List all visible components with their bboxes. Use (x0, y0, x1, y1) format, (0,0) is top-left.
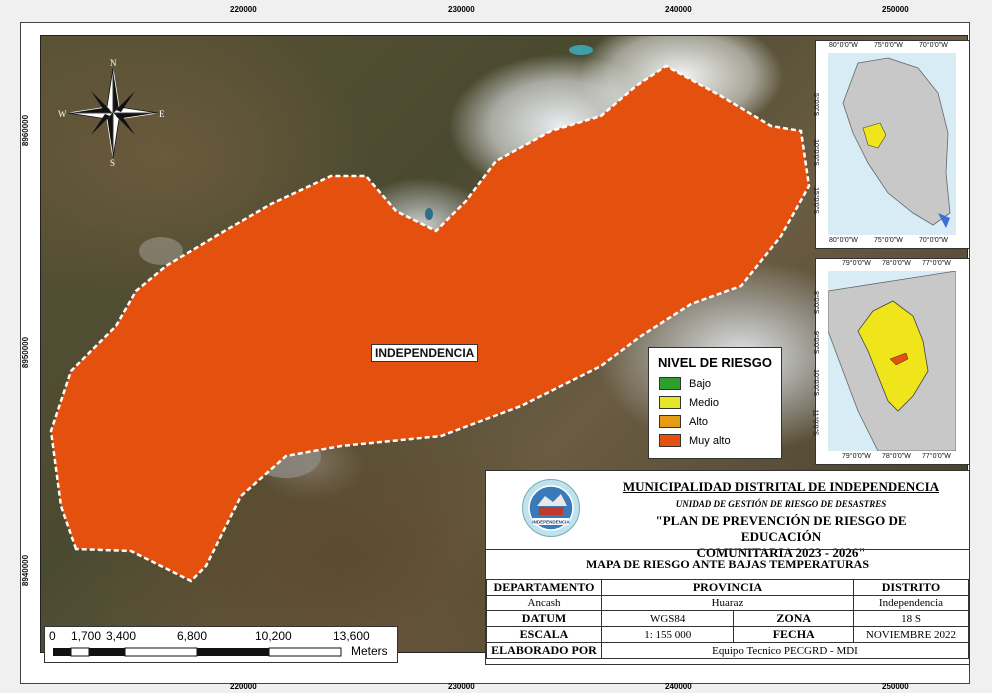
val-escala: 1: 155 000 (600, 626, 735, 643)
inset-peru-side-3: 15°0'0"S (811, 187, 819, 214)
polygon-label: INDEPENDENCIA (371, 344, 479, 362)
grid-x-top-1: 220000 (230, 5, 257, 14)
val-provincia: Huaraz (601, 595, 854, 611)
plan-title-line-1: "PLAN DE PREVENCIÓN DE RIESGO DE EDUCACI… (655, 513, 907, 544)
municipality-logo: INDEPENDENCIA (522, 479, 580, 537)
inset-ancash-bottom-3: 77°0'0"W (922, 453, 951, 460)
inset-ancash-top-1: 79°0'0"W (842, 260, 871, 267)
inset-ancash-side-4: 11°0'0"S (811, 409, 819, 436)
district-polygon[interactable] (41, 36, 968, 653)
lbl-elaborado: ELABORADO POR (486, 642, 602, 659)
town-area-2 (139, 237, 183, 265)
scale-label-3: 6,800 (177, 629, 208, 643)
svg-text:INDEPENDENCIA: INDEPENDENCIA (532, 520, 570, 525)
inset-peru-bottom-3: 70°0'0"W (919, 237, 948, 244)
val-zona: 18 S (853, 610, 969, 627)
lake-3 (425, 208, 433, 220)
legend-item-alto: Alto (649, 412, 781, 431)
ancash-outline (828, 271, 956, 451)
inset-ancash-map[interactable]: 79°0'0"W 78°0'0"W 77°0'0"W 79°0'0"W 78°0… (811, 258, 970, 465)
scale-bar-graphic (53, 647, 342, 657)
inset-peru-bottom-2: 75°0'0"W (874, 237, 903, 244)
inset-ancash-side-2: 9°0'0"S (811, 331, 819, 354)
plan-title: "PLAN DE PREVENCIÓN DE RIESGO DE EDUCACI… (616, 513, 946, 561)
val-distrito: Independencia (853, 595, 969, 611)
plan-title-line-2: COMUNITARIA 2023 - 2026" (696, 545, 866, 560)
north-arrow-icon: N S E W (58, 58, 165, 168)
lbl-datum: DATUM (486, 610, 602, 627)
legend-title: NIVEL DE RIESGO (658, 355, 772, 370)
grid-x-top-3: 240000 (665, 5, 692, 14)
inset-ancash-bottom-2: 78°0'0"W (882, 453, 911, 460)
scale-unit: Meters (351, 644, 388, 658)
svg-text:S: S (110, 158, 115, 168)
grid-x-top-4: 250000 (882, 5, 909, 14)
inset-ancash-top-2: 78°0'0"W (882, 260, 911, 267)
info-table: DEPARTAMENTO PROVINCIA DISTRITO Ancash H… (486, 579, 969, 659)
inset-peru-bottom-1: 80°0'0"W (829, 237, 858, 244)
inset-peru-top-2: 75°0'0"W (874, 42, 903, 49)
inset-ancash-top-3: 77°0'0"W (922, 260, 951, 267)
grid-y-left-3: 8940000 (21, 554, 31, 587)
legend-item-bajo: Bajo (649, 374, 781, 393)
grid-x-bottom-3: 240000 (665, 682, 692, 691)
inset-peru-top-3: 70°0'0"W (919, 42, 948, 49)
hdr-departamento: DEPARTAMENTO (486, 579, 602, 596)
map-title: MAPA DE RIESGO ANTE BAJAS TEMPERATURAS (486, 549, 969, 578)
val-datum: WGS84 (600, 610, 735, 627)
lbl-escala: ESCALA (486, 626, 602, 643)
val-elaborado: Equipo Tecnico PECGRD - MDI (601, 642, 969, 659)
val-departamento: Ancash (486, 595, 602, 611)
grid-y-left-2: 8950000 (21, 336, 31, 369)
scale-label-5: 13,600 (333, 629, 370, 643)
unit-name: UNIDAD DE GESTIÓN DE RIESGO DE DESASTRES (675, 499, 887, 509)
grid-x-bottom-2: 230000 (448, 682, 475, 691)
scale-bar: 0 1,700 3,400 6,800 10,200 13,600 Meters (44, 626, 398, 663)
lbl-fecha: FECHA (733, 626, 854, 643)
svg-text:W: W (58, 109, 67, 119)
inset-peru-side-2: 10°0'0"S (811, 139, 819, 166)
hdr-provincia: PROVINCIA (601, 579, 854, 596)
grid-y-left-1: 8960000 (21, 114, 31, 147)
svg-text:E: E (159, 109, 165, 119)
scale-label-0: 0 (49, 629, 56, 643)
inset-peru-map[interactable]: 80°0'0"W 75°0'0"W 70°0'0"W 80°0'0"W 75°0… (811, 40, 970, 249)
scale-label-2: 3,400 (106, 629, 137, 643)
inset-peru-side-1: 5°0'0"S (811, 93, 819, 116)
inset-ancash-side-1: 8°0'0"S (811, 291, 819, 314)
lbl-zona: ZONA (733, 610, 854, 627)
grid-x-top-2: 230000 (448, 5, 475, 14)
grid-x-bottom-1: 220000 (230, 682, 257, 691)
peru-outline (828, 53, 956, 235)
legend: NIVEL DE RIESGO Bajo Medio Alto Muy alto (648, 347, 782, 459)
svg-text:N: N (110, 58, 117, 68)
inset-ancash-bottom-1: 79°0'0"W (842, 453, 871, 460)
hdr-distrito: DISTRITO (853, 579, 969, 596)
independencia-polygon (49, 64, 811, 583)
grid-x-bottom-4: 250000 (882, 682, 909, 691)
scale-label-1: 1,700 (71, 629, 102, 643)
legend-item-medio: Medio (649, 393, 781, 412)
lake-1 (569, 45, 593, 55)
inset-ancash-side-3: 10°0'0"S (811, 369, 819, 396)
val-fecha: NOVIEMBRE 2022 (853, 626, 969, 643)
municipality-name: MUNICIPALIDAD DISTRITAL DE INDEPENDENCIA (622, 479, 940, 494)
scale-label-4: 10,200 (255, 629, 292, 643)
title-block: INDEPENDENCIA MUNICIPALIDAD DISTRITAL DE… (485, 470, 970, 665)
inset-peru-top-1: 80°0'0"W (829, 42, 858, 49)
legend-item-muy-alto: Muy alto (649, 431, 781, 450)
